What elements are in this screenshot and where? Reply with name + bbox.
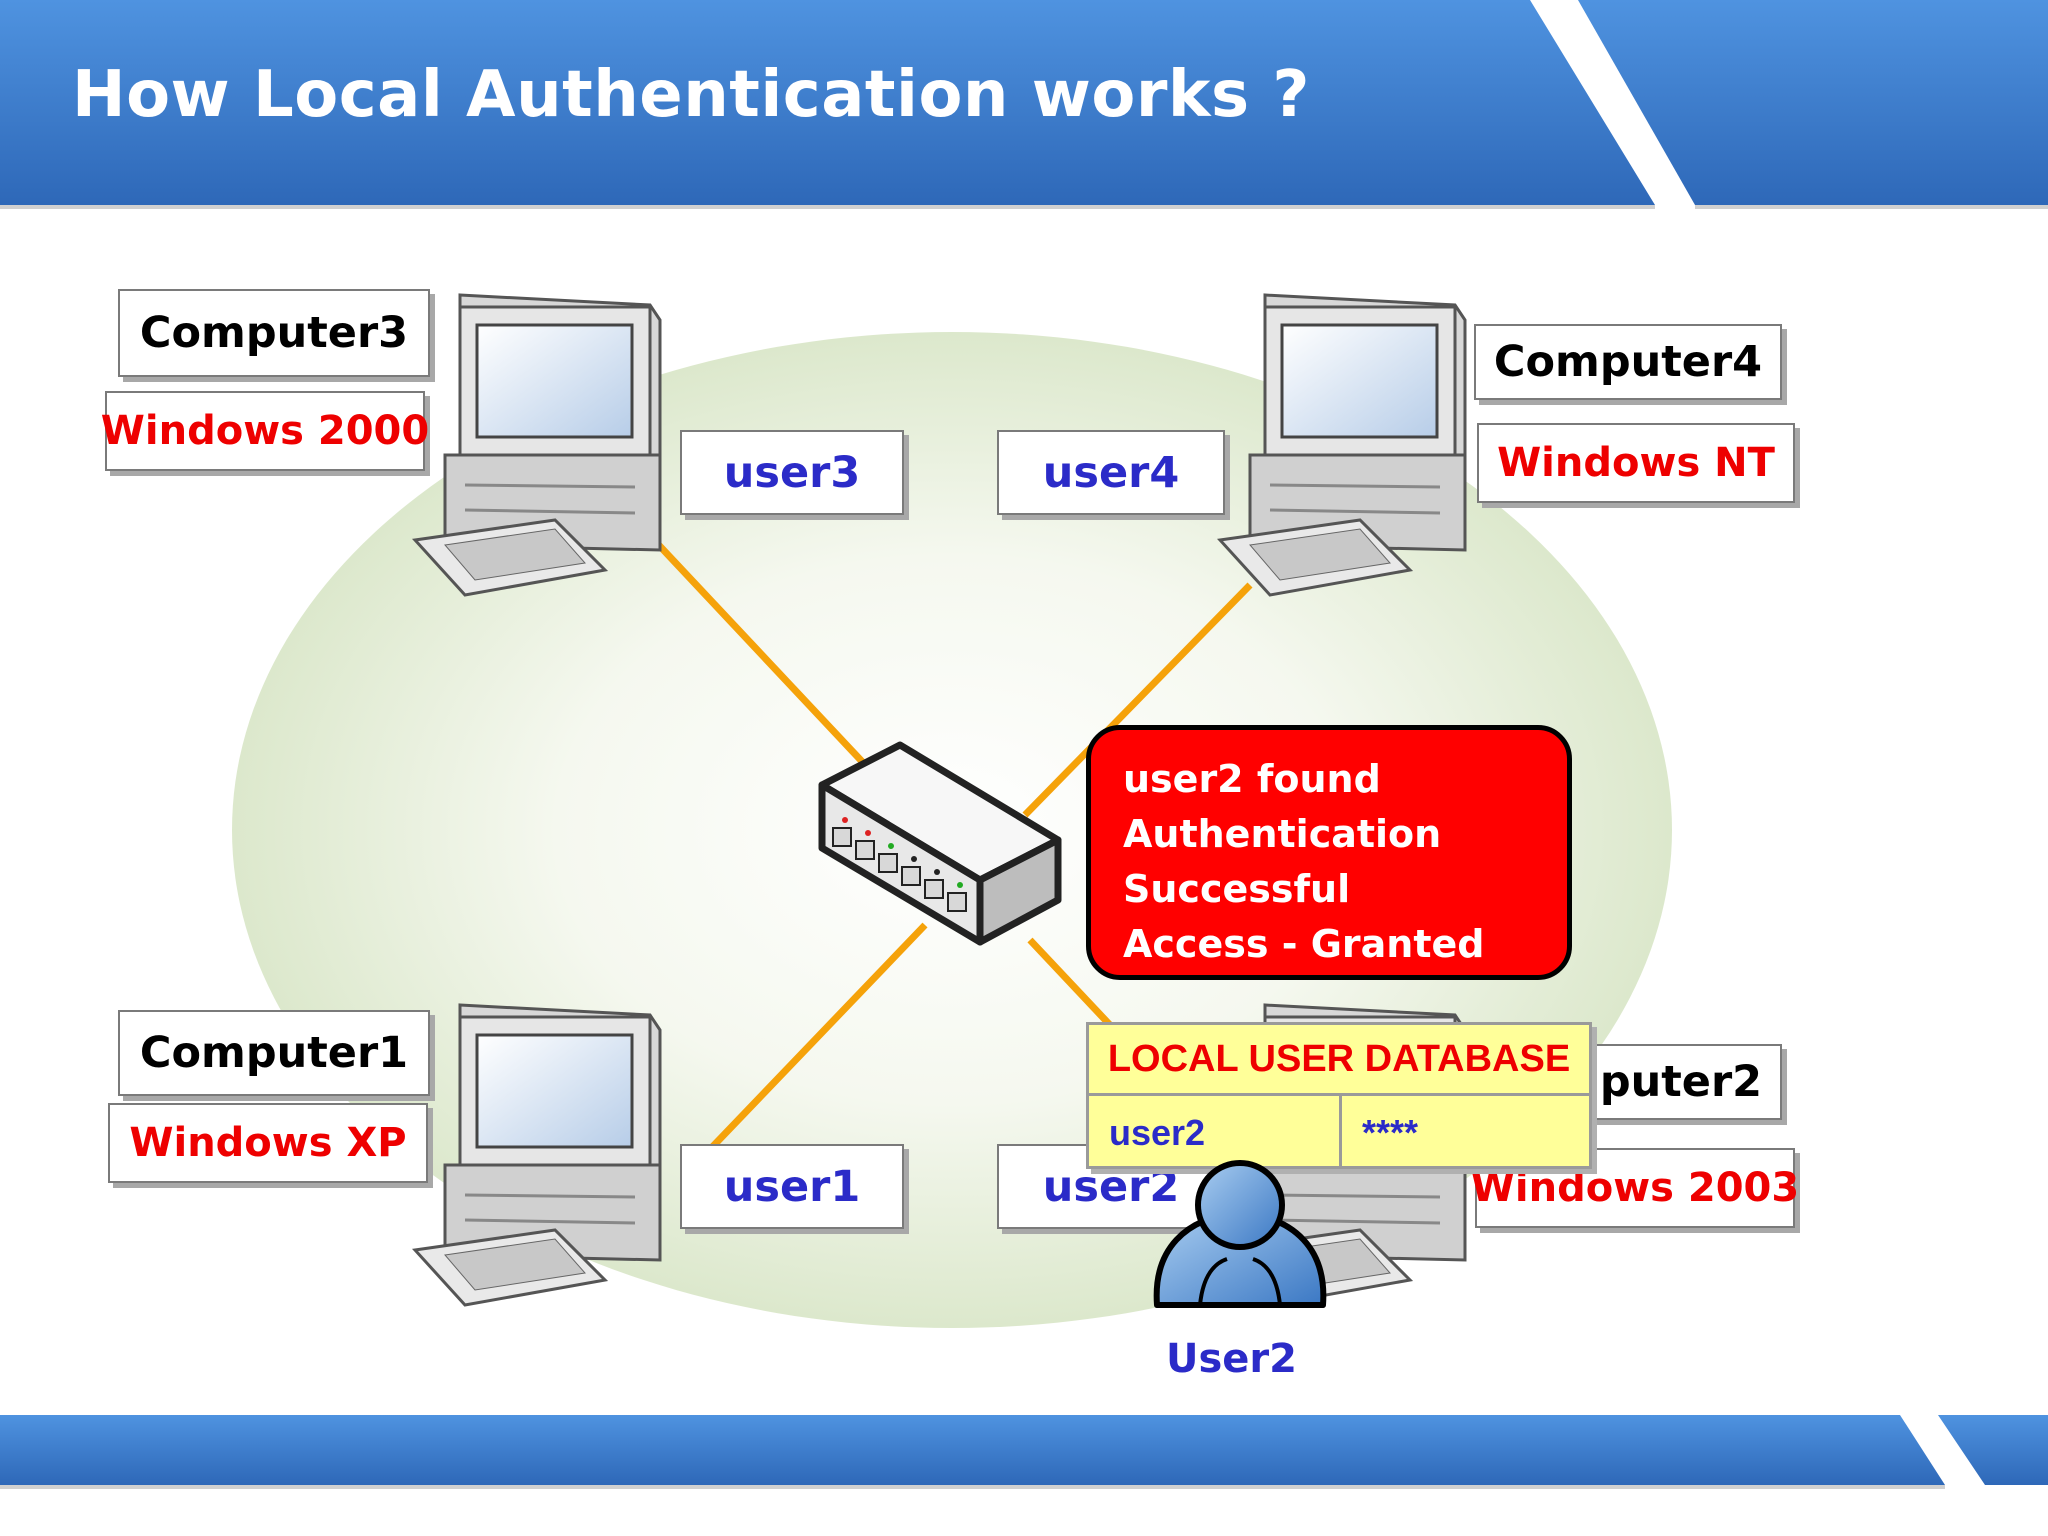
computer4-os-box: Windows NT xyxy=(1477,423,1795,503)
computer3-name-box: Computer3 xyxy=(118,289,430,377)
callout-line: Successful xyxy=(1123,867,1351,911)
database-row: user2 **** xyxy=(1089,1096,1589,1169)
computer3-user-box: user3 xyxy=(680,430,904,515)
local-user-database: LOCAL USER DATABASE user2 **** xyxy=(1086,1022,1592,1169)
database-password: **** xyxy=(1362,1111,1419,1153)
computer1-os-box: Windows XP xyxy=(108,1103,428,1183)
callout-line: Access - Granted xyxy=(1123,922,1485,966)
user-person-icon xyxy=(1153,1160,1327,1308)
desktop-computer-icon xyxy=(411,1003,662,1307)
callout-line: user2 found xyxy=(1123,757,1381,801)
callout-line: Authentication xyxy=(1123,812,1442,856)
network-switch-icon xyxy=(818,741,1062,946)
link-computer4 xyxy=(1022,582,1253,818)
link-computer2 xyxy=(1027,937,1113,1028)
computer1-name-box: Computer1 xyxy=(118,1010,430,1096)
computer1-user-box: user1 xyxy=(680,1144,904,1229)
authentication-callout: user2 found Authentication Successful Ac… xyxy=(1086,725,1572,980)
computer4-name-box: Computer4 xyxy=(1474,324,1782,400)
computer4-user-box: user4 xyxy=(997,430,1225,515)
slide-title: How Local Authentication works ? xyxy=(72,58,1310,132)
link-computer1 xyxy=(692,922,928,1168)
database-username: user2 xyxy=(1089,1096,1342,1169)
database-title: LOCAL USER DATABASE xyxy=(1089,1025,1589,1096)
link-computer3 xyxy=(637,522,873,773)
header-banner xyxy=(0,0,2048,209)
person-label: User2 xyxy=(1166,1336,1297,1382)
desktop-computer-icon xyxy=(1216,293,1467,597)
desktop-computer-icon xyxy=(411,293,662,597)
computer2-os-box: Windows 2003 xyxy=(1471,1148,1799,1228)
computer3-os-box: Windows 2000 xyxy=(101,391,429,471)
